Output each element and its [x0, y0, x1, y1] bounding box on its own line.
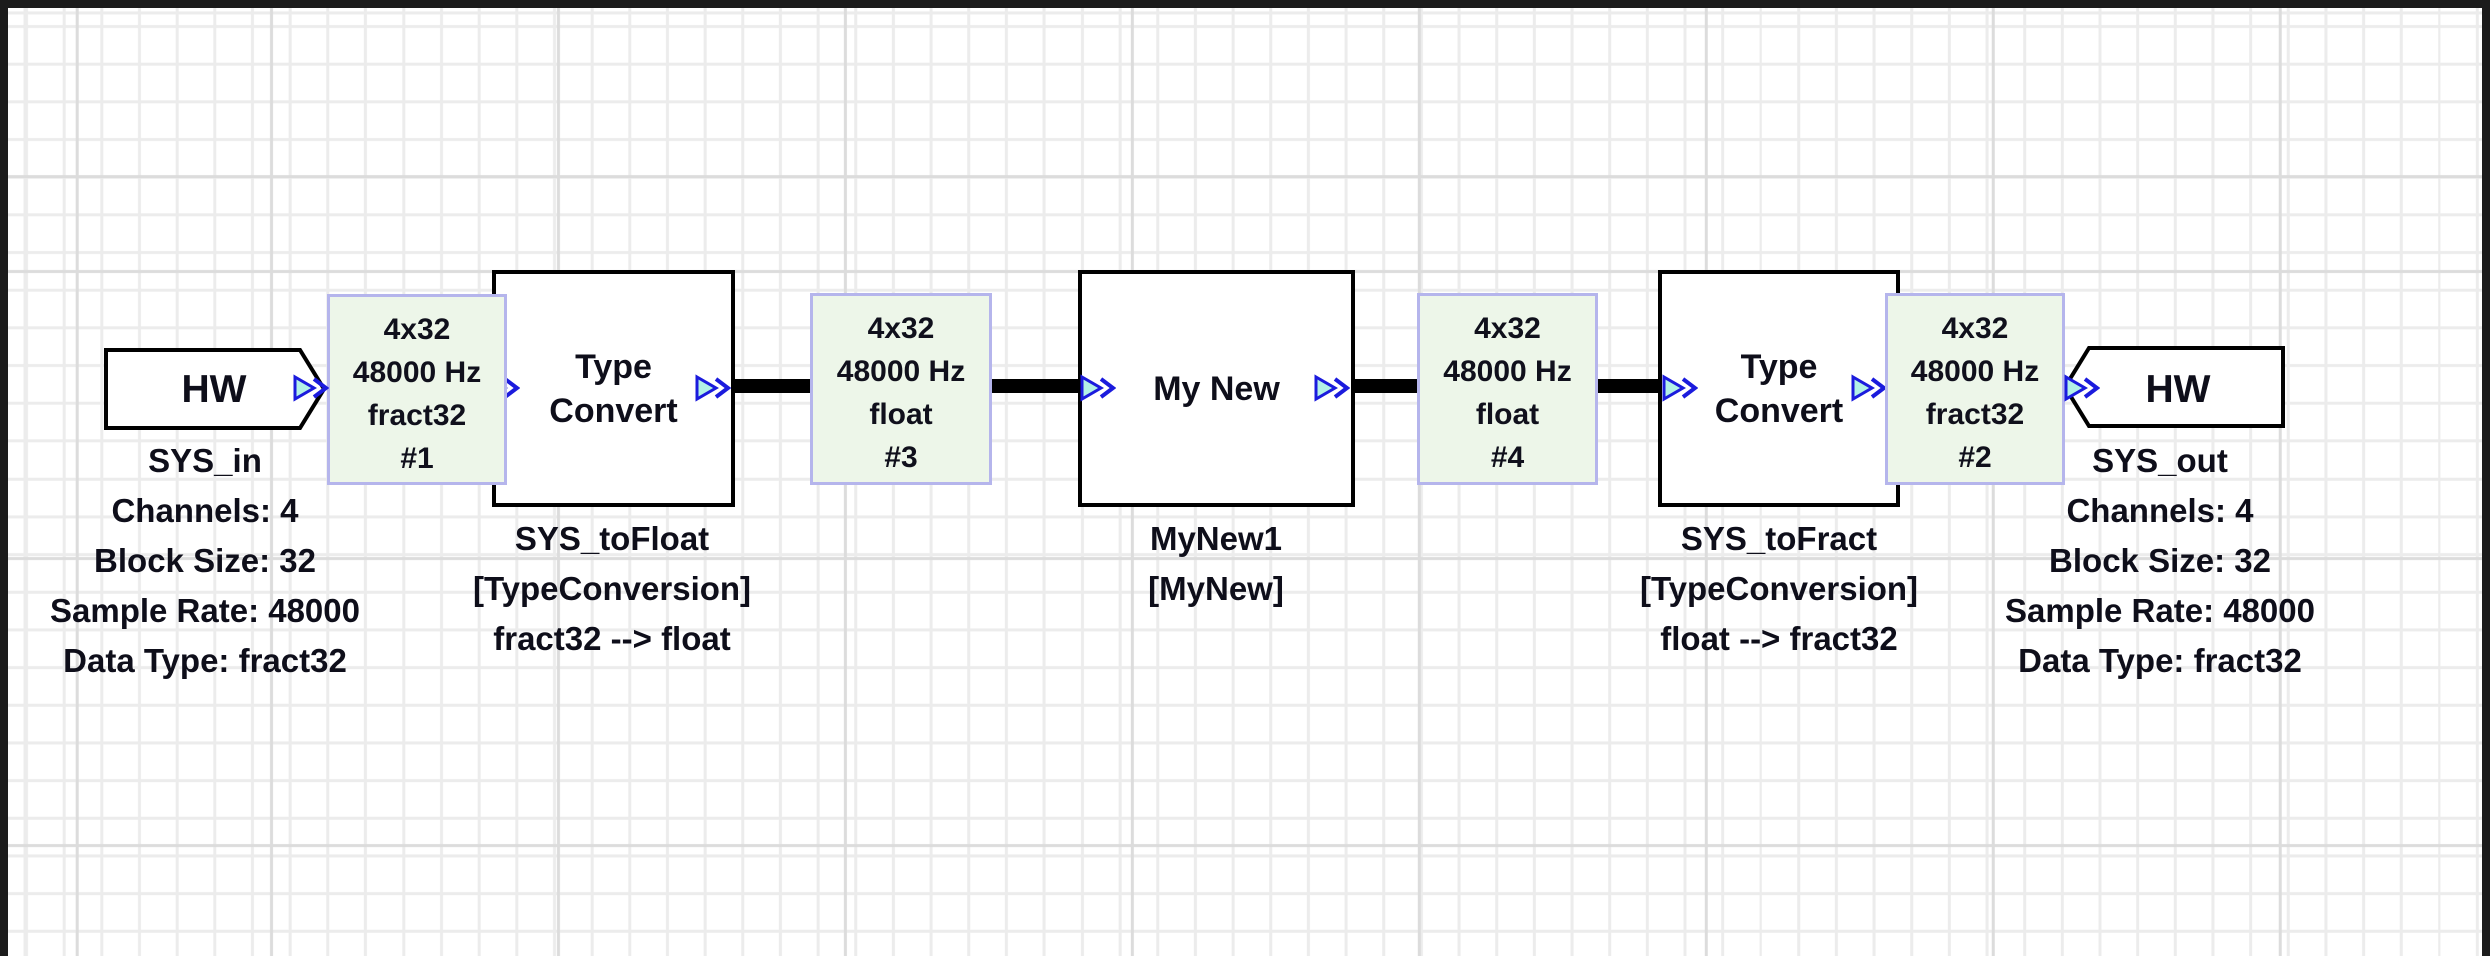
node-conversion: float --> fract32 — [1660, 620, 1898, 657]
type-convert-2-caption: SYS_toFract [TypeConversion] float --> f… — [1569, 514, 1989, 664]
node-prop: Data Type: fract32 — [2018, 642, 2302, 679]
node-prop: Channels: 4 — [111, 492, 299, 529]
input-port-icon[interactable] — [2064, 373, 2100, 403]
wire-info-1[interactable]: 4x32 48000 Hz fract32 #1 — [327, 294, 507, 485]
window-border-top — [0, 0, 2490, 8]
wire-type: fract32 — [367, 399, 467, 432]
my-new-caption: MyNew1 [MyNew] — [1006, 514, 1426, 614]
wire-dims: 4x32 — [867, 312, 935, 345]
wire-dims: 4x32 — [1941, 312, 2009, 345]
output-port-icon[interactable] — [1851, 373, 1887, 403]
node-name: SYS_toFloat — [514, 520, 710, 557]
wire-dims: 4x32 — [1474, 312, 1541, 345]
wire-type: float — [869, 398, 933, 431]
wire-type: fract32 — [1925, 398, 2025, 431]
wire-dims: 4x32 — [383, 313, 451, 346]
wire-id: #3 — [884, 441, 918, 474]
block-type-convert-1[interactable]: Type Convert — [492, 270, 735, 507]
wire-toFloat-to-label3[interactable] — [735, 379, 812, 393]
node-name: MyNew1 — [1149, 520, 1283, 557]
wire-type: float — [1475, 398, 1540, 431]
block-my-new[interactable]: My New — [1078, 270, 1355, 507]
wire-rate: 48000 Hz — [352, 356, 482, 389]
output-port-icon[interactable] — [293, 373, 329, 403]
output-port-icon[interactable] — [1314, 373, 1350, 403]
block-title: My New — [1153, 369, 1280, 408]
wire-rate: 48000 Hz — [1443, 355, 1572, 388]
hw-input-title: HW — [181, 368, 247, 411]
hw-input-block[interactable] — [104, 348, 326, 430]
node-prop: Sample Rate: 48000 — [2004, 592, 2315, 629]
input-port-icon[interactable] — [1662, 373, 1698, 403]
window-border-left — [0, 0, 8, 956]
hw-output-title: HW — [2145, 368, 2211, 411]
node-prop: Channels: 4 — [2066, 492, 2254, 529]
node-name: SYS_out — [2092, 442, 2228, 479]
wire-label3-to-mynew[interactable] — [992, 379, 1080, 393]
node-prop: Sample Rate: 48000 — [49, 592, 360, 629]
node-type: [TypeConversion] — [472, 570, 752, 607]
wire-id: #4 — [1490, 441, 1525, 474]
window-border-right — [2482, 0, 2490, 956]
wire-mynew-to-label4[interactable] — [1352, 379, 1419, 393]
output-port-icon[interactable] — [695, 373, 731, 403]
block-title: Type Convert — [1714, 347, 1844, 430]
node-type: [TypeConversion] — [1639, 570, 1919, 607]
hw-output-caption: SYS_out Channels: 4 Block Size: 32 Sampl… — [1950, 436, 2370, 686]
type-convert-1-caption: SYS_toFloat [TypeConversion] fract32 -->… — [402, 514, 822, 664]
wire-label4-to-toFract[interactable] — [1598, 379, 1662, 393]
wire-info-2[interactable]: 4x32 48000 Hz fract32 #2 — [1885, 293, 2065, 485]
node-prop: Data Type: fract32 — [63, 642, 347, 679]
node-conversion: fract32 --> float — [493, 620, 731, 657]
wire-id: #2 — [1958, 441, 1992, 474]
wire-info-3[interactable]: 4x32 48000 Hz float #3 — [810, 293, 992, 485]
node-prop: Block Size: 32 — [2049, 542, 2271, 579]
hw-input-caption: SYS_in Channels: 4 Block Size: 32 Sample… — [0, 436, 415, 686]
node-name: SYS_in — [148, 442, 262, 479]
wire-info-4[interactable]: 4x32 48000 Hz float #4 — [1417, 293, 1598, 485]
block-title: Type Convert — [549, 347, 678, 430]
node-type: [MyNew] — [1148, 570, 1284, 607]
hw-output-block[interactable] — [2062, 346, 2286, 428]
node-prop: Block Size: 32 — [94, 542, 316, 579]
node-name: SYS_toFract — [1680, 520, 1878, 557]
input-port-icon[interactable] — [1080, 373, 1116, 403]
wire-rate: 48000 Hz — [1910, 355, 2040, 388]
wire-rate: 48000 Hz — [836, 355, 966, 388]
wire-id: #1 — [400, 442, 434, 475]
